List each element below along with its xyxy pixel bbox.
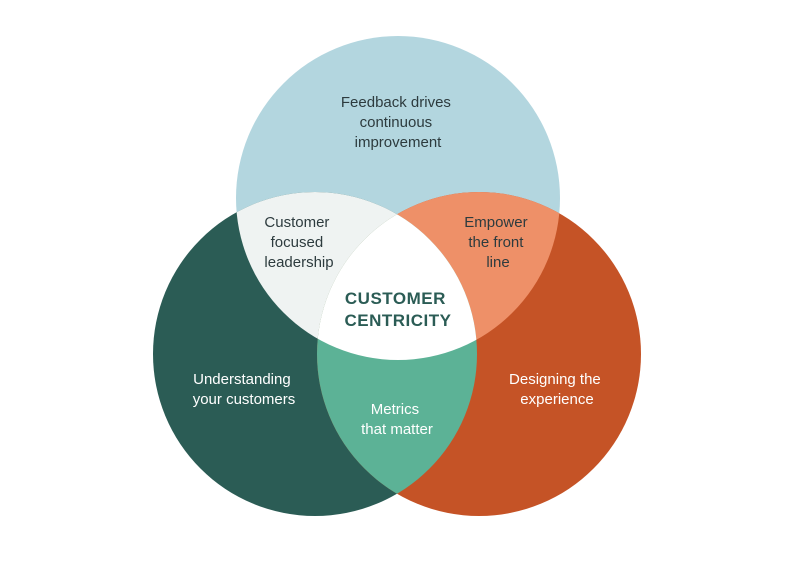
- center-label: CUSTOMER CENTRICITY: [345, 289, 452, 330]
- top-left-overlap-label: Customer focused leadership: [264, 214, 333, 271]
- left-circle-label: Understanding your customers: [193, 371, 296, 408]
- right-circle-label: Designing the experience: [509, 371, 605, 408]
- top-circle-label: Feedback drives continuous improvement: [341, 94, 455, 151]
- bottom-overlap-label: Metrics that matter: [361, 401, 433, 438]
- center-overlap: [317, 192, 477, 360]
- top-right-overlap-label: Empower the front line: [464, 214, 532, 271]
